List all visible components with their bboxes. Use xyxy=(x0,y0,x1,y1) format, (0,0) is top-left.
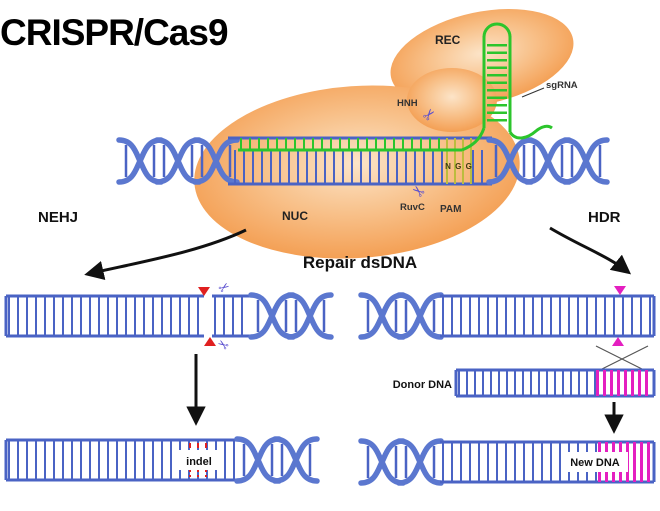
cut-mark-bottom xyxy=(204,337,216,346)
ruvc-label: RuvC xyxy=(400,202,425,213)
dna-helix-segment xyxy=(399,441,441,483)
nehj-curved-arrow xyxy=(84,228,247,280)
dna-helix-segment xyxy=(361,441,403,483)
hdr-curved-arrow xyxy=(549,226,632,275)
nehj-label: NEHJ xyxy=(38,209,78,226)
sgrna-connector xyxy=(461,127,486,152)
dna-helix-segment xyxy=(251,295,293,337)
target-dna xyxy=(119,136,607,186)
cut-scissors-icon: ✂ xyxy=(215,278,233,297)
new-dna: New DNA xyxy=(361,441,656,483)
new-dna-label-box xyxy=(562,452,628,472)
dna-helix-segment xyxy=(289,295,331,337)
indel-dna: indel xyxy=(4,439,317,481)
sgrna-hairpin-loop xyxy=(482,22,512,38)
ngg-label: N G G xyxy=(445,162,473,171)
hdr-cut-dna xyxy=(361,286,656,373)
rec-label: REC xyxy=(435,33,461,47)
donor-dna-label: Donor DNA xyxy=(393,379,452,391)
cas9-lobe-bridge xyxy=(407,68,497,132)
sgrna-pointer-line xyxy=(521,87,545,98)
cut-mark-bottom xyxy=(612,337,624,346)
sgrna-label: sgRNA xyxy=(546,80,578,91)
dna-helix-segment xyxy=(119,140,161,182)
hnh-label: HNH xyxy=(397,98,418,109)
indel-label-box xyxy=(176,450,222,470)
dna-helix-segment xyxy=(275,439,317,481)
cut-mark-top xyxy=(614,286,626,295)
dna-helix-segment xyxy=(527,140,569,182)
dna-helix-segment xyxy=(565,140,607,182)
sgrna-tail xyxy=(508,124,553,140)
dna-helix-segment xyxy=(361,295,403,337)
donor-dna: Donor DNA xyxy=(393,368,656,398)
pam-label: PAM xyxy=(440,204,461,215)
repair-dsdna-label: Repair dsDNA xyxy=(303,253,417,272)
page-title: CRISPR/Cas9 xyxy=(0,12,229,53)
sgrna-hairpin xyxy=(461,22,553,152)
nehj-cut-dna: ✂ ✂ xyxy=(4,278,331,354)
hdr-label: HDR xyxy=(588,209,621,226)
cut-mark-top xyxy=(198,287,210,296)
dna-helix-segment xyxy=(157,140,199,182)
new-dna-label: New DNA xyxy=(570,457,620,469)
dna-helix-segment xyxy=(399,295,441,337)
nuc-label: NUC xyxy=(282,209,308,223)
indel-label: indel xyxy=(186,456,212,468)
cas9-protein xyxy=(194,9,574,259)
recombination-line xyxy=(595,345,649,373)
dna-helix-segment xyxy=(237,439,279,481)
cut-scissors-icon: ✂ xyxy=(214,335,232,354)
